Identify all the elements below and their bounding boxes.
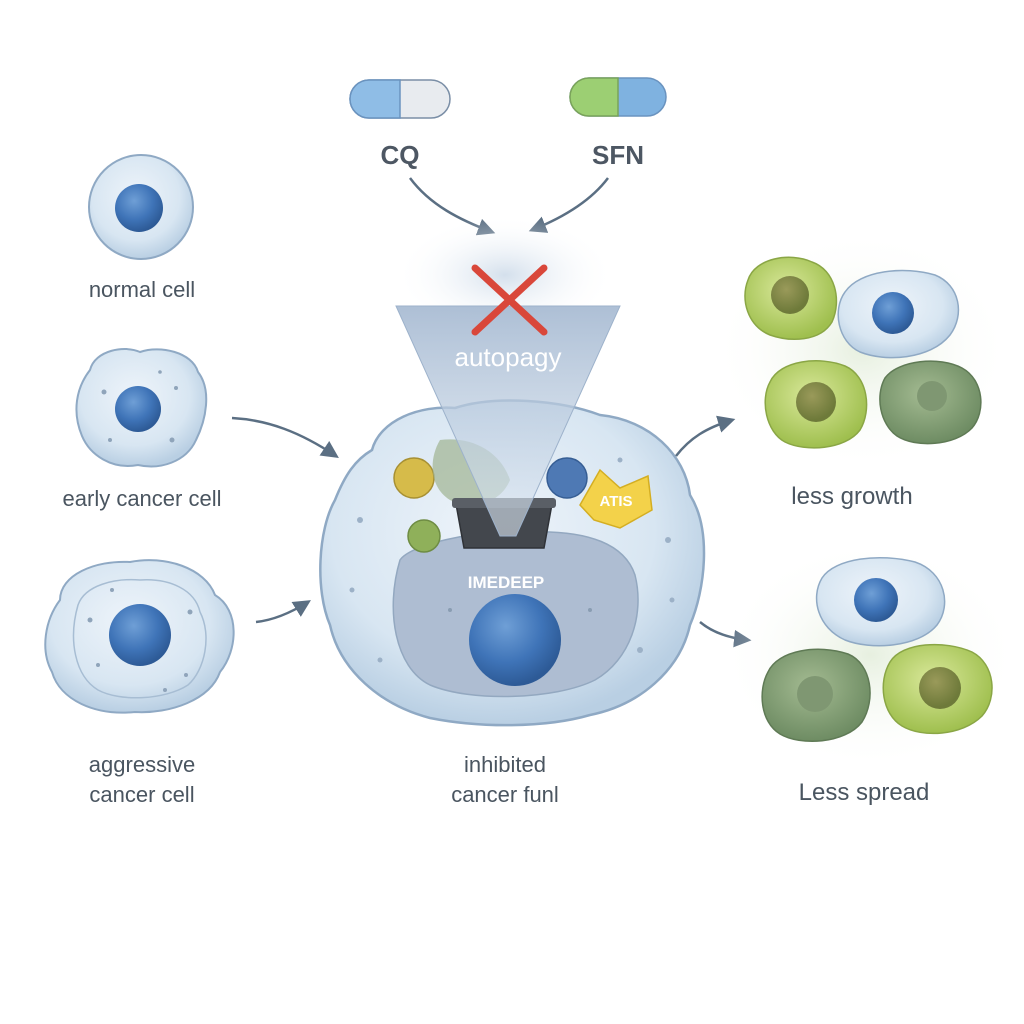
sticker-text: ATIS — [599, 493, 632, 510]
center-to-growth-arrow — [675, 415, 736, 457]
growth-green-cell-2-icon — [764, 360, 868, 449]
center-caption: inhibited cancer funl — [400, 750, 610, 810]
less-growth-label: less growth — [791, 483, 913, 510]
aggressive-label-line2: cancer cell — [89, 782, 195, 807]
aggressive-label-line1: aggressive — [88, 752, 196, 777]
normal-cell-icon — [88, 154, 194, 260]
funnel-label: autopagy — [455, 342, 562, 372]
center-caption-line1: inhibited — [464, 752, 546, 777]
aggressive-cancer-cell-label: aggressive cancer cell — [40, 750, 244, 810]
sfn-label: SFN — [592, 140, 644, 170]
center-caption-line2: cancer funl — [451, 782, 559, 807]
bucket-text: IMEDEEP — [468, 573, 545, 592]
aggressive-cancer-cell-icon — [44, 559, 235, 714]
spread-blue-cell-icon — [815, 557, 946, 647]
early-cancer-cell-icon — [75, 348, 208, 468]
spread-green-cell-icon — [882, 643, 993, 735]
normal-cell-label: normal cell — [88, 277, 196, 302]
growth-blue-cell-icon — [837, 269, 960, 359]
growth-green-cell-1-icon — [744, 256, 838, 340]
cq-capsule-icon — [349, 79, 451, 119]
early-to-center-arrow — [231, 416, 339, 458]
sfn-capsule-icon — [569, 77, 667, 117]
blocked-x-icon — [471, 264, 548, 336]
autophagy-funnel — [395, 305, 621, 537]
less-spread-label: Less spread — [798, 779, 930, 806]
sticker-badge — [579, 468, 653, 529]
cq-label: CQ — [380, 140, 420, 170]
aggressive-to-center-arrow — [255, 600, 311, 624]
early-cancer-cell-label: early cancer cell — [62, 486, 222, 511]
spread-dark-cell-icon — [761, 648, 871, 743]
growth-dark-cell-icon — [879, 360, 982, 445]
